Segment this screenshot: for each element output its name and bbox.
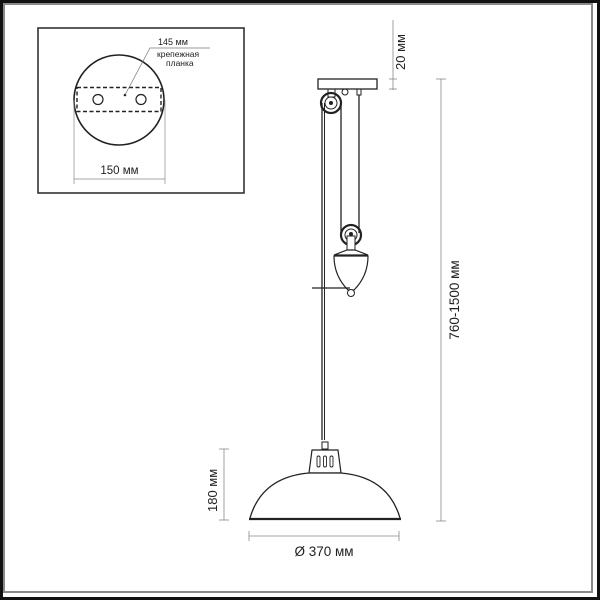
- lamp-shade: [249, 441, 401, 521]
- pulley-system: [312, 88, 369, 440]
- shade-height-label: 180 мм: [205, 469, 220, 512]
- mounting-bar-dashed: [76, 86, 162, 113]
- canopy-height-label: 20 мм: [393, 34, 408, 70]
- canopy-circle: [73, 54, 165, 146]
- canopy-height-dimension: 20 мм: [389, 20, 408, 90]
- total-height-dimension: 760-1500 мм: [436, 78, 462, 522]
- shade-dome: [249, 472, 401, 519]
- leader-line: [124, 47, 210, 96]
- shade-height-dimension: 180 мм: [205, 448, 229, 521]
- total-height-label: 760-1500 мм: [447, 260, 462, 339]
- mounting-bar-label-1: крепежная: [157, 49, 200, 59]
- counterweight: [333, 255, 369, 291]
- canopy-top-view-inset: 145 мм крепежная планка 150 мм: [37, 27, 245, 194]
- lamp-socket: [308, 449, 342, 474]
- inner-frame: [3, 3, 593, 593]
- shade-diameter-label: Ø 370 мм: [294, 544, 353, 559]
- shade-diameter-dimension: Ø 370 мм: [248, 531, 400, 559]
- mounting-bar-label-2: планка: [166, 58, 194, 68]
- mount-hole-right: [135, 93, 147, 106]
- canopy-diameter-label: 150 мм: [100, 165, 138, 177]
- mount-hole-left: [92, 93, 104, 106]
- canopy: [317, 78, 378, 90]
- mounting-bar-length-label: 145 мм: [158, 37, 188, 47]
